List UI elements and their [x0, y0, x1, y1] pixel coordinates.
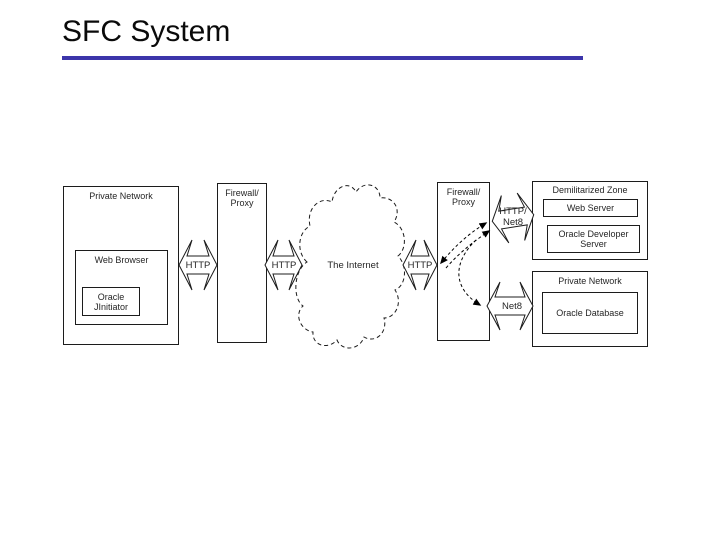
oracle-developer-server-box: Oracle Developer Server: [547, 225, 640, 253]
private-network-right-label: Private Network: [558, 276, 622, 286]
net8-arrow: [486, 281, 534, 331]
oracle-database-box: Oracle Database: [542, 292, 638, 334]
routing-curve-to-net8: [458, 239, 482, 306]
demilitarized-zone-label: Demilitarized Zone: [552, 185, 628, 195]
internet-cloud-shape: [295, 184, 405, 349]
routing-curve-http-to-httpnet8-b: [445, 230, 491, 269]
internet-cloud-label: The Internet: [327, 260, 379, 271]
oracle-jinitiator-box: Oracle JInitiator: [82, 287, 140, 316]
private-network-left-label: Private Network: [89, 191, 153, 201]
oracle-developer-server-label: Oracle Developer Server: [558, 229, 629, 249]
routing-curve-http-to-httpnet8-a: [440, 222, 488, 265]
web-server-box: Web Server: [543, 199, 638, 217]
firewall-proxy-left-label: Firewall/ Proxy: [225, 188, 259, 208]
oracle-jinitiator-label: Oracle JInitiator: [93, 291, 128, 312]
web-browser-label: Web Browser: [94, 255, 149, 265]
net8-arrow-label: Net8: [501, 301, 523, 312]
http-arrow-left-label: HTTP: [185, 260, 211, 271]
http-arrow-right-label: HTTP: [407, 260, 433, 271]
oracle-database-label: Oracle Database: [556, 308, 624, 318]
firewall-proxy-right-label: Firewall/ Proxy: [446, 187, 481, 207]
http-arrow-left: [178, 239, 218, 291]
http-net8-arrow: [491, 192, 535, 244]
http-arrow-mid: [264, 239, 303, 291]
http-arrow-right: [402, 239, 438, 291]
title-underline: [62, 56, 583, 60]
http-arrow-mid-label: HTTP: [271, 260, 297, 271]
web-server-label: Web Server: [566, 203, 615, 213]
http-net8-arrow-label: HTTP/ Net8: [499, 206, 527, 228]
slide-title: SFC System: [62, 15, 231, 48]
